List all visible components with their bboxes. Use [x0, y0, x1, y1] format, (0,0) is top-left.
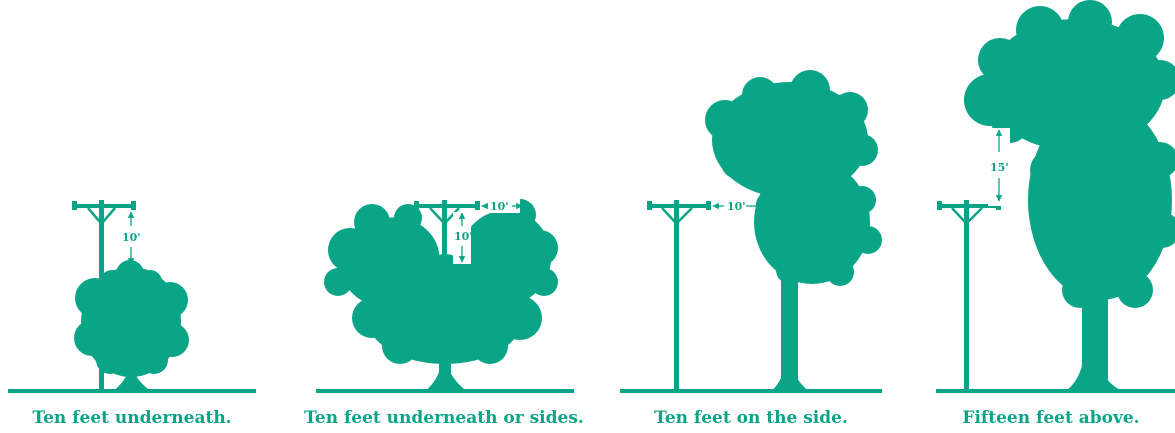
tree-small-round — [74, 260, 189, 392]
clearance-marker: 10' — [713, 200, 762, 213]
panel-3: 10' — [620, 70, 882, 393]
ground-line — [620, 389, 882, 393]
clearance-label: 10' — [122, 231, 141, 244]
clearance-label: 15' — [990, 161, 1009, 174]
clearance-marker-under: 10' — [453, 212, 473, 264]
panel-4: 15' — [936, 0, 1175, 393]
clearance-label: 10' — [454, 230, 473, 243]
utility-pole — [937, 200, 1001, 390]
caption-ten-feet-underneath-or-sides: Ten feet underneath or sides. — [286, 405, 602, 431]
clearance-label: 10' — [490, 200, 509, 213]
tree-tall-side — [705, 70, 882, 392]
panel-1: 10' — [8, 200, 256, 393]
panel-2: 10' 10' — [316, 198, 574, 393]
clearance-marker: 10' — [122, 212, 141, 264]
caption-fifteen-feet-above: Fifteen feet above. — [930, 405, 1172, 431]
caption-ten-feet-on-side: Ten feet on the side. — [620, 405, 882, 431]
clearance-label: 10' — [727, 200, 746, 213]
caption-ten-feet-underneath: Ten feet underneath. — [8, 405, 256, 431]
clearance-marker: 15' — [988, 128, 1010, 206]
ground-line — [936, 389, 1175, 393]
clearance-marker-side: 10' — [482, 199, 522, 213]
utility-pole — [647, 200, 711, 390]
